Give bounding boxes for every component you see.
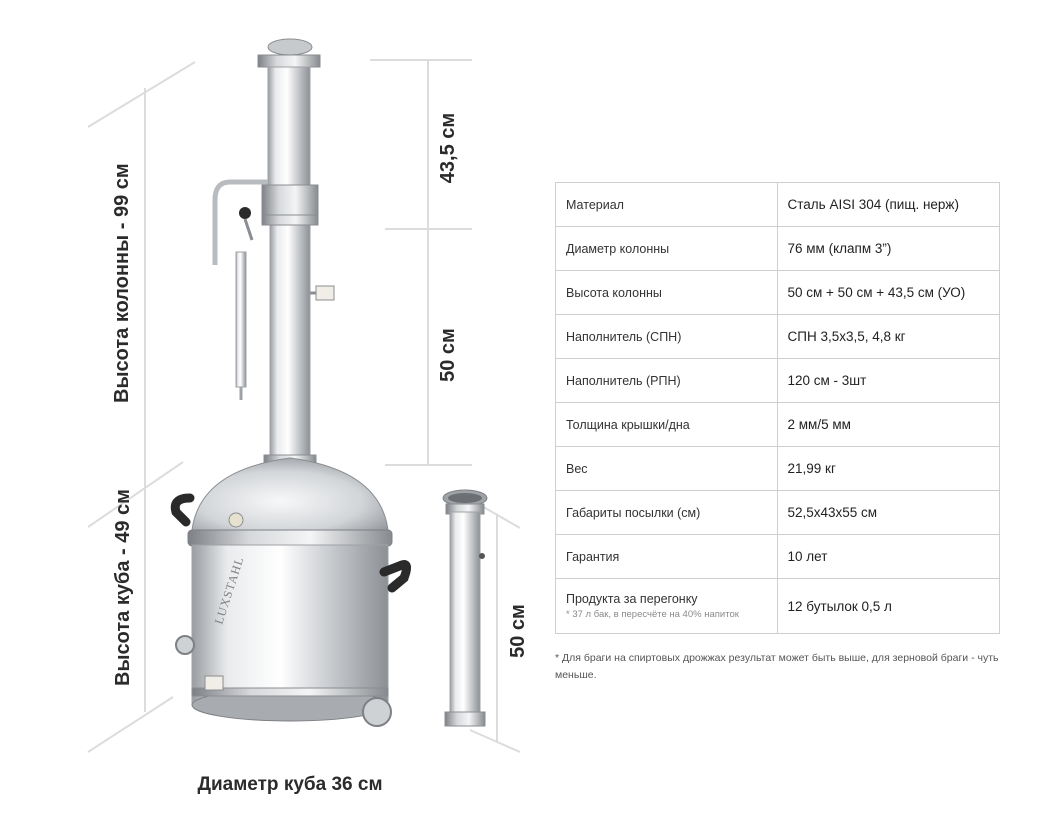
dimension-guides [87,59,521,753]
column-height-label: Высота колонны - 99 см [111,163,133,403]
spec-key-text: Продукта за перегонку [566,592,698,606]
spec-key: Габариты посылки (см) [555,490,778,535]
table-row: Вес 21,99 кг [555,446,1000,491]
spec-value: 120 см - 3шт [776,358,1000,403]
table-row: Гарантия 10 лет [555,534,1000,579]
table-row: Толщина крышки/дна 2 мм/5 мм [555,402,1000,447]
cube-diameter-label: Диаметр куба 36 см [197,774,383,795]
spec-key: Продукта за перегонку * 37 л бак, в пере… [555,578,778,634]
spec-value: Сталь AISI 304 (пищ. нерж) [776,182,1000,227]
table-row: Наполнитель (СПН) СПН 3,5х3,5, 4,8 кг [555,314,1000,359]
spec-value: СПН 3,5х3,5, 4,8 кг [776,314,1000,359]
spec-key: Высота колонны [555,270,778,315]
spec-value: 12 бутылок 0,5 л [776,578,1000,634]
spec-value: 10 лет [776,534,1000,579]
spec-value: 76 мм (клапм 3”) [776,226,1000,271]
spec-key: Наполнитель (РПН) [555,358,778,403]
spec-subnote: * 37 л бак, в пересчёте на 40% напиток [566,609,739,620]
spec-value: 21,99 кг [776,446,1000,491]
insert-height-label: 50 см [507,604,529,658]
table-row: Высота колонны 50 см + 50 см + 43,5 см (… [555,270,1000,315]
table-row: Наполнитель (РПН) 120 см - 3шт [555,358,1000,403]
boiler: LUXSTAHL [170,457,412,727]
spec-key: Наполнитель (СПН) [555,314,778,359]
table-row: Диаметр колонны 76 мм (клапм 3”) [555,226,1000,271]
distiller-illustration: LUXSTAHL [87,38,521,753]
table-row: Габариты посылки (см) 52,5х43х55 см [555,490,1000,535]
table-row: Продукта за перегонку * 37 л бак, в пере… [555,578,1000,634]
spec-value: 52,5х43х55 см [776,490,1000,535]
spec-key: Материал [555,182,778,227]
table-row: Материал Сталь AISI 304 (пищ. нерж) [555,182,1000,227]
spec-key: Гарантия [555,534,778,579]
cube-height-label: Высота куба - 49 см [112,489,134,686]
spec-key: Толщина крышки/дна [555,402,778,447]
spec-value: 2 мм/5 мм [776,402,1000,447]
rpn-insert [442,489,488,727]
spec-value: 50 см + 50 см + 43,5 см (УО) [776,270,1000,315]
top-section-label: 43,5 см [437,112,459,184]
spec-key: Диаметр колонны [555,226,778,271]
column [212,38,335,479]
specs-table: Материал Сталь AISI 304 (пищ. нерж) Диам… [555,182,1000,634]
middle-section-label: 50 см [437,328,459,382]
footnote: * Для браги на спиртовых дрожжах результ… [555,652,999,681]
spec-key: Вес [555,446,778,491]
